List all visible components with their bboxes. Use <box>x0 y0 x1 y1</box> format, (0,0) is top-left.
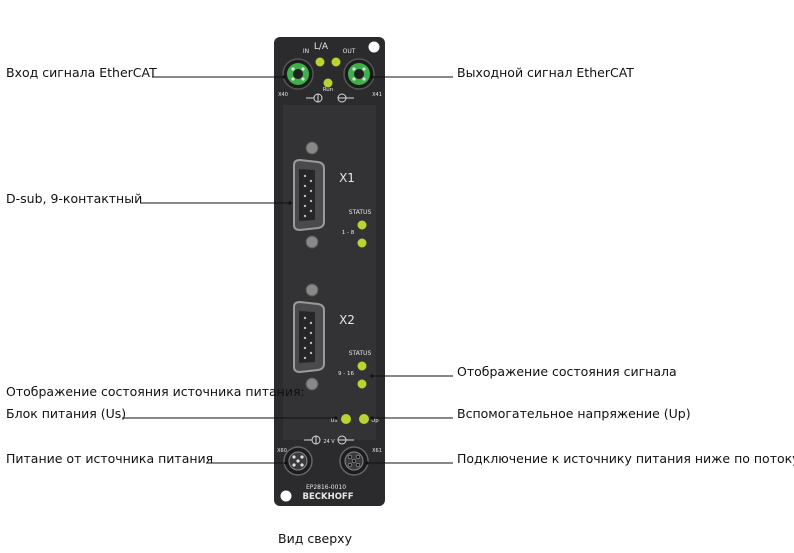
label-ethercat-out: Выходной сигнал EtherCAT <box>457 65 634 80</box>
status2-label: STATUS <box>349 350 372 357</box>
la-out-led <box>331 57 341 67</box>
status-led-10 <box>357 379 367 389</box>
leader-lines <box>122 76 453 464</box>
mounting-hole-top <box>368 41 380 53</box>
ethercat-out-port[interactable] <box>343 58 375 90</box>
la-in-led <box>315 57 325 67</box>
24v-label: 24 V <box>323 439 335 445</box>
label-dsub: D-sub, 9-контактный <box>6 191 143 206</box>
label-aux-voltage-up: Вспомогательное напряжение (Uр) <box>457 406 691 421</box>
dsub2-screw-top <box>305 283 319 297</box>
x60-label: X60 <box>277 448 287 454</box>
dsub-connector-x2[interactable] <box>293 300 325 374</box>
power-in-port[interactable] <box>283 446 313 476</box>
x40-label: X40 <box>278 92 288 98</box>
dsub2-screw-bottom <box>305 377 319 391</box>
run-led <box>323 78 333 88</box>
label-power-feed: Питание от источника питания <box>6 451 214 466</box>
out-label: OUT <box>343 48 356 55</box>
dsub1-screw-top <box>305 141 319 155</box>
label-signal-status: Отображение состояния сигнала <box>457 364 677 379</box>
x1-label: X1 <box>339 171 355 185</box>
x41-label: X41 <box>372 92 382 98</box>
ethercat-in-port[interactable] <box>282 58 314 90</box>
status-led-9 <box>357 361 367 371</box>
x61-label: X61 <box>372 448 382 454</box>
model-label: EP2816-0010 <box>306 484 346 491</box>
status-led-2 <box>357 238 367 248</box>
status-led-1 <box>357 220 367 230</box>
run-label: Run <box>323 87 334 93</box>
up-led-label: Up <box>371 418 379 424</box>
x2-label: X2 <box>339 313 355 327</box>
la-label: L/A <box>314 42 329 52</box>
label-power-downstream: Подключение к источнику питания ниже по … <box>457 451 794 466</box>
power-out-port[interactable] <box>339 446 369 476</box>
label-ethercat-in: Вход сигнала EtherCAT <box>6 65 157 80</box>
label-power-status-heading: Отображение состояния источника питания: <box>6 384 305 399</box>
label-power-supply-us: Блок питания (Us) <box>6 406 127 421</box>
status1-label: STATUS <box>349 209 372 216</box>
figure-caption: Вид сверху <box>278 531 352 546</box>
dsub1-screw-bottom <box>305 235 319 249</box>
ground-symbol-top <box>306 93 354 103</box>
range2-label: 9 - 16 <box>338 371 354 377</box>
us-led-label: Us <box>331 418 338 424</box>
brand-label: BECKHOFF <box>302 492 353 502</box>
ground-symbol-bottom <box>304 435 354 445</box>
in-label: IN <box>303 48 309 55</box>
mounting-hole-bottom <box>280 490 292 502</box>
leader-endpoints <box>282 75 374 465</box>
range1-label: 1 - 8 <box>342 230 355 236</box>
up-led <box>359 414 369 424</box>
dsub-connector-x1[interactable] <box>293 158 325 232</box>
us-led <box>341 414 351 424</box>
